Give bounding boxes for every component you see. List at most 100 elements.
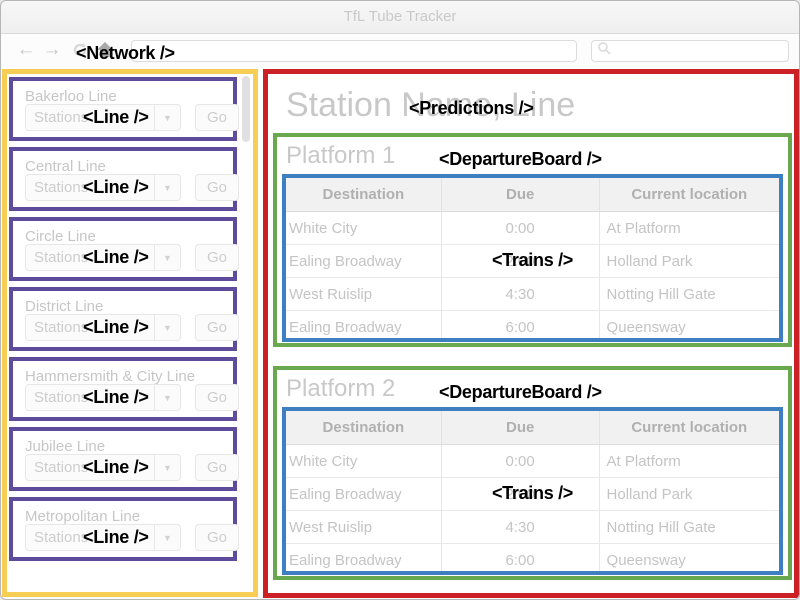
window-title: TfL Tube Tracker [343, 8, 457, 25]
network-component-annotation: <Network /> [76, 43, 175, 63]
train-row: Ealing Broadway 2:00 Holland Park [286, 244, 779, 278]
line-name: Metropolitan Line [25, 508, 141, 525]
train-row: White City 0:00 At Platform [286, 211, 779, 245]
chevron-down-icon: ▼ [154, 315, 180, 340]
line-component-annotation: <Line /> [83, 107, 149, 127]
line-name: Circle Line [25, 228, 96, 245]
trains-table: Destination Due Current location White C… [282, 407, 783, 575]
search-icon [597, 41, 612, 61]
train-row: White City 0:00 At Platform [286, 444, 779, 478]
refresh-button[interactable] [69, 40, 91, 62]
cell-current-location: At Platform [599, 211, 779, 245]
chevron-down-icon: ▼ [154, 385, 180, 410]
stations-select-label: Stations [34, 179, 89, 196]
chevron-down-icon: ▼ [154, 245, 180, 270]
home-icon [95, 42, 115, 63]
platform-title: Platform 2 [286, 375, 396, 402]
forward-button[interactable]: → [42, 39, 62, 60]
line-card-hammersmith-city: Hammersmith & City Line <Line /> Station… [9, 357, 239, 421]
go-button[interactable]: Go [195, 174, 239, 201]
stations-select[interactable]: Stations ▼ [25, 174, 181, 201]
go-button[interactable]: Go [195, 384, 239, 411]
stations-select-label: Stations [34, 249, 89, 266]
station-heading: Station Name, Line [286, 86, 576, 124]
header-destination: Destination [286, 411, 442, 445]
cell-due: 6:00 [441, 543, 600, 571]
go-button[interactable]: Go [195, 244, 239, 271]
cell-due: 6:00 [441, 310, 600, 338]
cell-due: 4:30 [441, 277, 600, 311]
go-button[interactable]: Go [195, 454, 239, 481]
cell-current-location: At Platform [599, 444, 779, 478]
stations-select-label: Stations [34, 459, 89, 476]
chevron-down-icon: ▼ [154, 455, 180, 480]
go-button[interactable]: Go [195, 314, 239, 341]
go-button[interactable]: Go [195, 104, 239, 131]
cell-due: 0:00 [441, 211, 600, 245]
line-card-central: Central Line <Line /> Stations ▼ Go [9, 147, 239, 211]
stations-select[interactable]: Stations ▼ [25, 524, 181, 551]
header-due: Due [441, 411, 600, 445]
line-name: District Line [25, 298, 104, 315]
cell-current-location: Queensway [606, 551, 686, 569]
stations-select[interactable]: Stations ▼ [25, 244, 181, 271]
departureboard-component-annotation: <DepartureBoard /> [439, 149, 602, 169]
network-sidebar: Bakerloo Line <Line /> Stations ▼ Go Cen… [2, 69, 258, 597]
stations-select-label: Stations [34, 319, 89, 336]
cell-current-location: Holland Park [599, 477, 779, 511]
line-component-annotation: <Line /> [83, 387, 149, 407]
cell-destination: Ealing Broadway [286, 310, 442, 338]
stations-select[interactable]: Stations ▼ [25, 384, 181, 411]
line-component-annotation: <Line /> [83, 247, 149, 267]
cell-due: 2:00 [441, 477, 600, 511]
header-destination: Destination [286, 178, 442, 212]
toolbar: ← → [1, 34, 799, 68]
line-component-annotation: <Line /> [83, 177, 149, 197]
cell-current-location: Queensway [606, 318, 686, 336]
search-box[interactable] [591, 40, 792, 62]
refresh-icon [71, 42, 89, 62]
title-bar: TfL Tube Tracker [1, 1, 799, 34]
home-button[interactable] [94, 40, 116, 62]
train-row: Ealing Broadway 6:00 Queensway [286, 310, 779, 338]
train-row: Ealing Broadway 6:00 Queensway [286, 543, 779, 571]
cell-destination: White City [286, 211, 442, 245]
sidebar-scrollbar-thumb[interactable] [242, 76, 250, 142]
cell-destination: Ealing Broadway [286, 244, 442, 278]
line-component-annotation: <Line /> [83, 457, 149, 477]
back-button[interactable]: ← [16, 39, 36, 60]
table-header-row: Destination Due Current location [286, 178, 779, 212]
trains-table: Destination Due Current location White C… [282, 174, 783, 342]
chevron-down-icon: ▼ [154, 105, 180, 130]
stations-select-label: Stations [34, 109, 89, 126]
search-input[interactable] [612, 41, 792, 61]
cell-destination: West Ruislip [286, 277, 442, 311]
departureboard-component-annotation: <DepartureBoard /> [439, 382, 602, 402]
line-component-annotation: <Line /> [83, 317, 149, 337]
line-name: Bakerloo Line [25, 88, 117, 105]
trains-component-annotation: <Trains /> [491, 250, 574, 270]
url-input[interactable] [131, 40, 577, 62]
line-card-metropolitan: Metropolitan Line <Line /> Stations ▼ Go [9, 497, 239, 561]
chevron-down-icon: ▼ [154, 525, 180, 550]
stations-select[interactable]: Stations ▼ [25, 104, 181, 131]
line-card-circle: Circle Line <Line /> Stations ▼ Go [9, 217, 239, 281]
line-name: Central Line [25, 158, 106, 175]
stations-select[interactable]: Stations ▼ [25, 454, 181, 481]
train-row: West Ruislip 4:30 Notting Hill Gate [286, 277, 779, 311]
stations-select[interactable]: Stations ▼ [25, 314, 181, 341]
line-component-annotation: <Line /> [83, 527, 149, 547]
go-button[interactable]: Go [195, 524, 239, 551]
stations-select-label: Stations [34, 529, 89, 546]
line-card-jubilee: Jubilee Line <Line /> Stations ▼ Go [9, 427, 239, 491]
platform-title: Platform 1 [286, 142, 396, 169]
stations-select-label: Stations [34, 389, 89, 406]
cell-destination: White City [286, 444, 442, 478]
line-card-district: District Line <Line /> Stations ▼ Go [9, 287, 239, 351]
cell-current-location: Holland Park [599, 244, 779, 278]
line-name: Jubilee Line [25, 438, 106, 455]
chevron-down-icon: ▼ [154, 175, 180, 200]
train-row: West Ruislip 4:30 Notting Hill Gate [286, 510, 779, 544]
departure-board-platform-2: Platform 2 <DepartureBoard /> Destinatio… [273, 366, 792, 580]
